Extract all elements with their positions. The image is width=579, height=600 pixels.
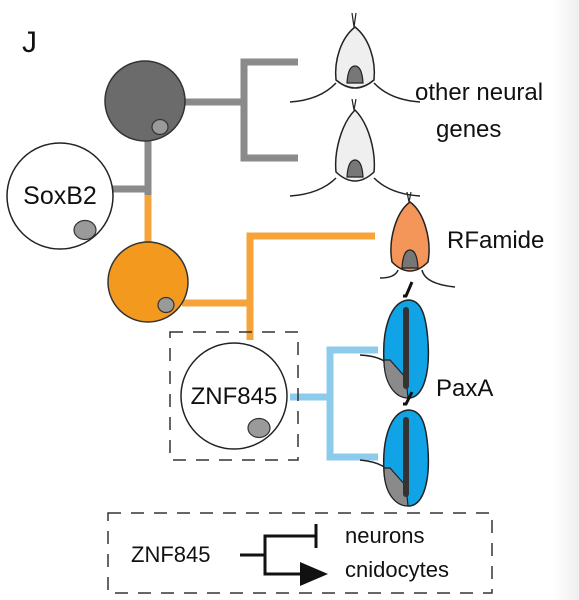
legend-target-cnidocytes: cnidocytes	[345, 557, 449, 582]
legend-target-neurons: neurons	[345, 523, 425, 548]
gray-progenitor-cell	[104, 60, 186, 142]
cell-icon	[334, 26, 376, 89]
nucleus-icon	[346, 65, 364, 84]
soxb2-label: SoxB2	[23, 182, 97, 210]
blue-connectors	[290, 346, 378, 461]
nucleus-icon	[157, 296, 175, 314]
regulation-arrows	[240, 524, 318, 576]
nucleus-icon	[401, 249, 419, 269]
page-edge-shadow	[553, 0, 579, 600]
znf845-label: ZNF845	[191, 383, 278, 410]
rfamide-cell	[379, 191, 456, 288]
cnidocyte-cell-2	[359, 391, 430, 507]
nucleus-icon	[346, 159, 364, 178]
paxa-label: PaxA	[436, 375, 493, 402]
rfamide-label: RFamide	[447, 227, 544, 254]
legend-dashed-box	[107, 512, 493, 594]
cell-icon	[334, 108, 376, 182]
cnidocyte-cell-1	[359, 281, 430, 399]
neuron-cell-1	[289, 12, 421, 103]
soxb2-cell: SoxB2	[6, 142, 114, 250]
arrow-icon	[300, 562, 328, 586]
cell-icon	[390, 201, 430, 272]
nucleus-icon	[73, 219, 97, 241]
nucleus-icon	[151, 118, 169, 136]
legend-regulator-label: ZNF845	[131, 542, 210, 567]
znf845-dashed-box	[169, 331, 299, 461]
other-neural-label-line2: genes	[436, 116, 501, 143]
nucleus-icon	[247, 417, 271, 439]
gray-connectors	[112, 58, 298, 195]
neuron-cell-2	[289, 98, 421, 197]
cell-icon	[104, 60, 186, 142]
other-neural-label-line1: other neural	[415, 79, 543, 106]
znf845-cell: ZNF845	[180, 342, 288, 450]
panel-label: J	[22, 26, 37, 59]
cell-icon	[107, 241, 189, 323]
orange-progenitor-cell	[107, 241, 189, 323]
